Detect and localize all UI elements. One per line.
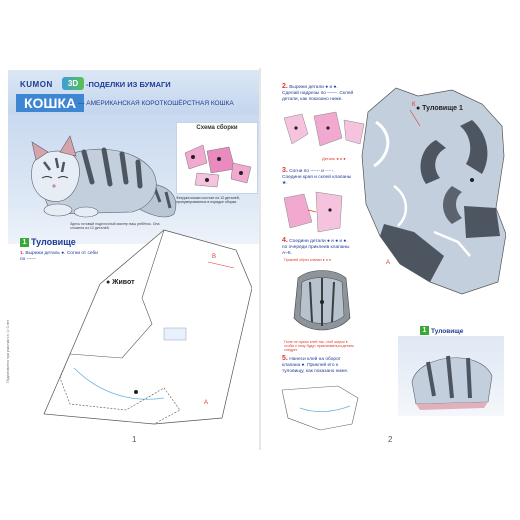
step-number: 3. bbox=[282, 167, 288, 174]
step-4-note: Приклей обрез клапан ● и ●. bbox=[284, 258, 332, 262]
step-2-note: Деталь ● и ● bbox=[322, 156, 346, 161]
step-text: Вырежи детали ● и ●. Сделай надрезы по —… bbox=[282, 85, 354, 102]
warning-note: Поле не нужно клей так, чтоб широк ● что… bbox=[284, 340, 355, 353]
step-2: 2. Вырежи детали ● и ●. Сделай надрезы п… bbox=[282, 83, 354, 103]
scheme-caption: Фигурка кошки состоит из 12 деталей, про… bbox=[176, 196, 240, 204]
cat-model-image bbox=[31, 135, 177, 218]
page-subtitle: — АМЕРИКАНСКАЯ КОРОТКОШЁРСТНАЯ КОШКА bbox=[78, 100, 234, 107]
page-number-left: 1 bbox=[132, 435, 137, 444]
flap-label-b: В bbox=[212, 254, 216, 260]
page-title: КОШКА bbox=[16, 94, 85, 112]
flap-label-k: К bbox=[412, 102, 416, 108]
assembly-scheme: Схема сборки bbox=[176, 122, 258, 194]
right-page: 2. Вырежи детали ● и ●. Сделай надрезы п… bbox=[264, 70, 512, 448]
step-text: Согни по ------ и -·-·-. Соедини края и … bbox=[282, 169, 352, 186]
left-page: KUMON 3D -ПОДЕЛКИ ИЗ БУМАГИ КОШКА — АМЕР… bbox=[6, 70, 260, 448]
body-1-template: К А bbox=[361, 87, 506, 295]
step-text: Соедини детали ● и ● и ●. по очереди при… bbox=[282, 239, 350, 256]
part-label-body-1: ● Туловище 1 bbox=[416, 105, 463, 112]
step-5-diagram bbox=[281, 385, 359, 431]
scheme-title: Схема сборки bbox=[196, 125, 238, 131]
step-text: Вырежи деталь ●. Согни от себи по ------ bbox=[20, 251, 98, 262]
logo-3d-icon: 3D bbox=[62, 77, 84, 90]
part-badge bbox=[163, 327, 187, 341]
photo-caption: Здесь готовый поделочный мастер ваш ребё… bbox=[70, 222, 160, 230]
section-title: Туловище bbox=[31, 237, 76, 247]
step-3-diagram bbox=[283, 191, 343, 233]
step-4: 4. Соедини детали ● и ● и ●. по очереди … bbox=[282, 237, 354, 257]
step-3: 3. Согни по ------ и -·-·-. Соедини края… bbox=[282, 167, 354, 187]
side-note: Подготовлено при участии т.п. ©0 лет bbox=[6, 320, 10, 383]
dot-mark bbox=[134, 390, 138, 394]
finished-body-image bbox=[411, 355, 493, 410]
part-label-belly: ● Живот bbox=[106, 279, 135, 286]
cat-photo: Здесь готовый поделочный мастер ваш ребё… bbox=[8, 114, 260, 244]
step-1: 1. Вырежи деталь ●. Согни от себи по ---… bbox=[20, 251, 100, 263]
belly-template: В А bbox=[43, 229, 252, 425]
flap-label-a: А bbox=[386, 260, 390, 266]
finished-body-photo bbox=[398, 336, 504, 416]
section-title: Туловище bbox=[431, 328, 464, 335]
section-number: 1 bbox=[420, 326, 429, 335]
header-banner: KUMON 3D -ПОДЕЛКИ ИЗ БУМАГИ КОШКА — АМЕР… bbox=[8, 70, 260, 114]
step-text: Нанеси клей на оборот клапана ●. Приклей… bbox=[282, 357, 349, 374]
flap-label-a: А bbox=[204, 400, 208, 406]
step-4-diagram bbox=[293, 270, 351, 331]
step-number: 5. bbox=[282, 355, 288, 362]
dot-mark bbox=[470, 178, 474, 182]
section-number: 1 bbox=[20, 238, 29, 247]
assembly-diagram-image bbox=[184, 144, 252, 188]
step-number: 2. bbox=[282, 83, 288, 90]
step-2-diagram bbox=[283, 111, 365, 147]
series-title: -ПОДЕЛКИ ИЗ БУМАГИ bbox=[86, 80, 171, 89]
book-spine bbox=[259, 68, 261, 450]
step-number: 1. bbox=[20, 251, 25, 256]
step-number: 4. bbox=[282, 237, 288, 244]
page-number-right: 2 bbox=[388, 435, 393, 444]
brand-logo: KUMON bbox=[20, 80, 53, 89]
step-5: 5. Нанеси клей на оборот клапана ●. Прик… bbox=[282, 355, 354, 375]
